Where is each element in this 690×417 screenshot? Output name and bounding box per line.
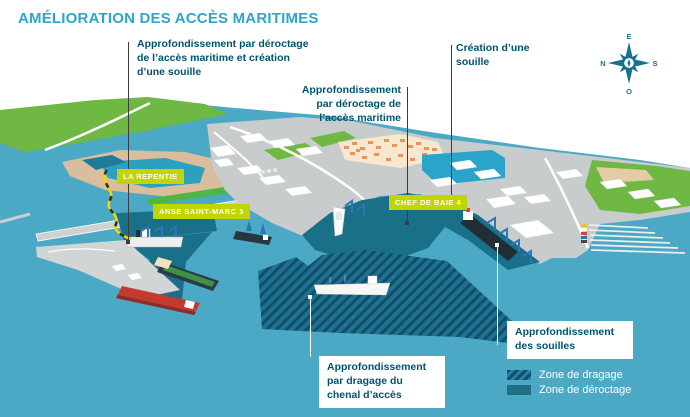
marina	[581, 224, 686, 254]
zone-dragage-chenal	[258, 250, 540, 347]
annotation-deroctage: Approfondissement par déroctage de l’acc…	[301, 84, 401, 124]
badge-chef-de-baie: CHEF DE BAIE 4	[389, 195, 468, 210]
ship-chef-de-baie-dock	[460, 208, 518, 261]
legend-item-deroctage: Zone de déroctage	[507, 384, 631, 396]
town-buildings	[338, 134, 445, 168]
annotation-souille: Création d’une souille	[456, 42, 530, 68]
dredge-pipeline	[103, 169, 132, 241]
annotation-souilles: Approfondissement des souilles	[507, 321, 633, 359]
badge-la-repentie: LA REPENTIE	[117, 169, 184, 184]
tanker-ship-red	[116, 286, 200, 315]
legend-label: Zone de dragage	[539, 369, 623, 381]
green-land-northwest	[0, 97, 228, 224]
leader-endpoint	[126, 240, 130, 244]
leader-line-deroctage	[407, 87, 408, 223]
annotation-dragage-chenal: Approfondissement par dragage du chenal …	[319, 356, 445, 408]
map-legend: Zone de dragage Zone de déroctage	[507, 369, 631, 396]
legend-label: Zone de déroctage	[539, 384, 632, 396]
legend-item-dragage: Zone de dragage	[507, 369, 631, 381]
svg-text:E: E	[626, 32, 631, 41]
badge-anse-saint-marc: ANSE SAINT-MARC 3	[153, 204, 250, 219]
pier	[36, 240, 180, 298]
cruise-ship-white	[332, 206, 346, 237]
sailboat-icons	[246, 220, 266, 234]
leader-line-souille	[451, 45, 452, 205]
leader-line-dragage	[310, 298, 311, 357]
svg-text:N: N	[600, 59, 605, 68]
leader-endpoint	[308, 295, 312, 299]
warehouses	[209, 132, 682, 239]
tanker-dark-quay	[233, 231, 272, 245]
cargo-ship-green	[154, 257, 219, 291]
crane-icons	[140, 199, 532, 263]
svg-text:O: O	[626, 87, 632, 96]
leader-line-deroctage-souille	[128, 42, 129, 242]
svg-text:S: S	[652, 59, 657, 68]
deroctage-swatch	[507, 385, 531, 395]
leader-endpoint	[495, 243, 499, 247]
leader-line-souilles	[497, 246, 498, 345]
compass-rose-icon: E S O N	[600, 32, 657, 96]
page-title: AMÉLIORATION DES ACCÈS MARITIMES	[18, 10, 319, 27]
cargo-ship-channel	[313, 275, 391, 296]
annotation-deroctage-souille: Approfondissement par déroctage de l’acc…	[137, 38, 309, 78]
leader-endpoint	[405, 221, 409, 225]
dragage-swatch	[507, 370, 531, 380]
